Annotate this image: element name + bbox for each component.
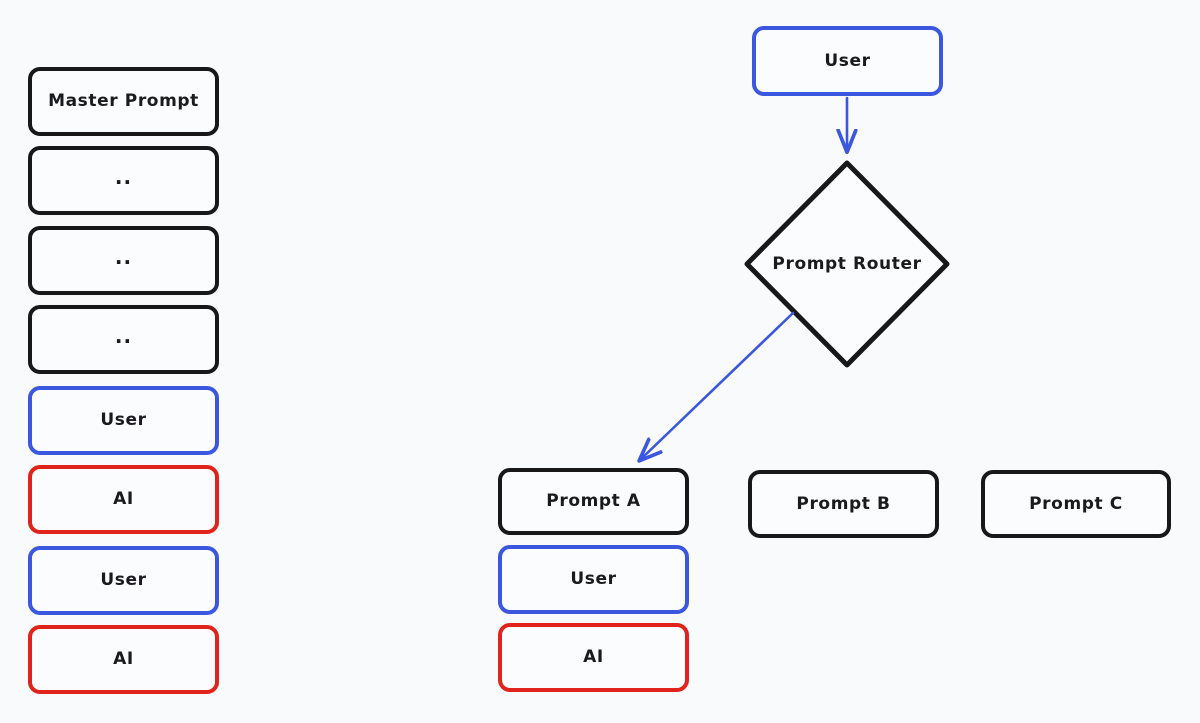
node-left-user-1[interactable]: User — [28, 386, 219, 455]
node-label: .. — [114, 323, 133, 348]
node-label: AI — [113, 649, 134, 669]
node-prompt-router[interactable]: Prompt Router — [742, 158, 952, 370]
node-branch-a-ai[interactable]: AI — [498, 623, 689, 692]
node-branch-a-user[interactable]: User — [498, 545, 689, 614]
node-label: User — [100, 410, 147, 430]
node-label: Prompt A — [546, 491, 641, 511]
node-left-ai-2[interactable]: AI — [28, 625, 219, 694]
node-left-ai-1[interactable]: AI — [28, 465, 219, 534]
node-label: Prompt C — [1029, 493, 1123, 514]
node-label: User — [100, 570, 147, 590]
node-left-filler-1[interactable]: .. — [28, 146, 219, 215]
node-label: User — [824, 50, 871, 71]
node-label: .. — [114, 244, 133, 269]
node-master-prompt[interactable]: Master Prompt — [28, 67, 219, 136]
node-label: .. — [114, 164, 133, 189]
node-label: Master Prompt — [48, 91, 199, 111]
node-prompt-c[interactable]: Prompt C — [981, 470, 1171, 538]
node-flow-user[interactable]: User — [752, 26, 943, 96]
node-label: AI — [583, 647, 604, 667]
node-label: Prompt B — [796, 493, 891, 514]
node-prompt-b[interactable]: Prompt B — [748, 470, 939, 538]
node-left-filler-3[interactable]: .. — [28, 305, 219, 374]
node-label: AI — [113, 489, 134, 509]
node-left-user-2[interactable]: User — [28, 546, 219, 615]
node-left-filler-2[interactable]: .. — [28, 226, 219, 295]
node-prompt-a[interactable]: Prompt A — [498, 468, 689, 535]
node-label: User — [570, 569, 617, 589]
